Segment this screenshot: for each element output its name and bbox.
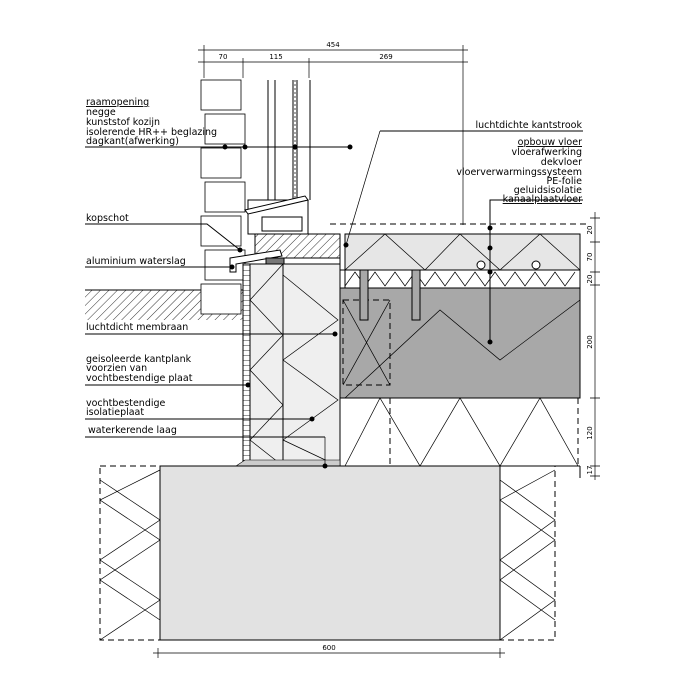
label: raamopening: [86, 97, 149, 108]
window-frame: [229, 80, 341, 273]
dim-right: 120: [586, 426, 594, 439]
brick: [204, 113, 246, 145]
label: vloerafwerking: [511, 147, 582, 158]
label: opbouw vloer: [518, 137, 582, 148]
brick: [200, 79, 242, 111]
labels-right: luchtdichte kantstrook opbouw vloer vloe…: [343, 120, 583, 345]
label: dagkant(afwerking): [86, 136, 179, 147]
label: negge: [86, 107, 116, 118]
dim-right: 200: [586, 335, 594, 348]
label: dekvloer: [541, 157, 582, 168]
foundation: [99, 465, 581, 641]
label: kopschot: [86, 213, 129, 224]
wall-element: [235, 263, 341, 467]
label: isolerende HR++ beglazing: [86, 127, 217, 138]
dim-right: 70: [586, 253, 594, 262]
label: luchtdicht membraan: [86, 322, 188, 333]
labels-left: raamopening negge kunststof kozijn isole…: [85, 97, 353, 469]
dim-total: 454: [326, 41, 340, 49]
label: geisoleerde kantplank: [86, 354, 192, 365]
dimension-right: 20 70 20 200 120 17: [586, 212, 600, 480]
label: vloerverwarmingssysteem: [456, 167, 582, 178]
label: voorzien van: [86, 363, 147, 374]
brick: [200, 147, 242, 179]
dim-right: 17: [586, 466, 594, 475]
label: geluidsisolatie: [514, 185, 582, 196]
brick: [204, 181, 246, 213]
floor-buildup: [330, 223, 590, 466]
label: waterkerende laag: [88, 425, 177, 436]
brick: [200, 215, 242, 247]
dim-part: 70: [219, 53, 228, 61]
label: luchtdichte kantstrook: [475, 120, 582, 131]
label: vochtbestendige: [86, 398, 166, 409]
label: aluminium waterslag: [86, 256, 186, 267]
label: isolatieplaat: [86, 407, 144, 418]
dim-part: 269: [379, 53, 392, 61]
dim-right: 20: [586, 275, 594, 284]
label: PE-folie: [547, 176, 583, 187]
label: kunststof kozijn: [86, 117, 160, 128]
dimension-top: 454 70 115 269: [198, 41, 468, 225]
brick-wall: [200, 79, 246, 315]
brick: [200, 283, 242, 315]
dim-part: 115: [269, 53, 282, 61]
label: vochtbestendige plaat: [86, 373, 193, 384]
dim-bottom: 600: [322, 644, 335, 652]
dim-right: 20: [586, 226, 594, 235]
dimension-bottom: 600: [153, 644, 505, 658]
insulation-under-slab: [344, 397, 579, 467]
brick: [204, 249, 246, 281]
